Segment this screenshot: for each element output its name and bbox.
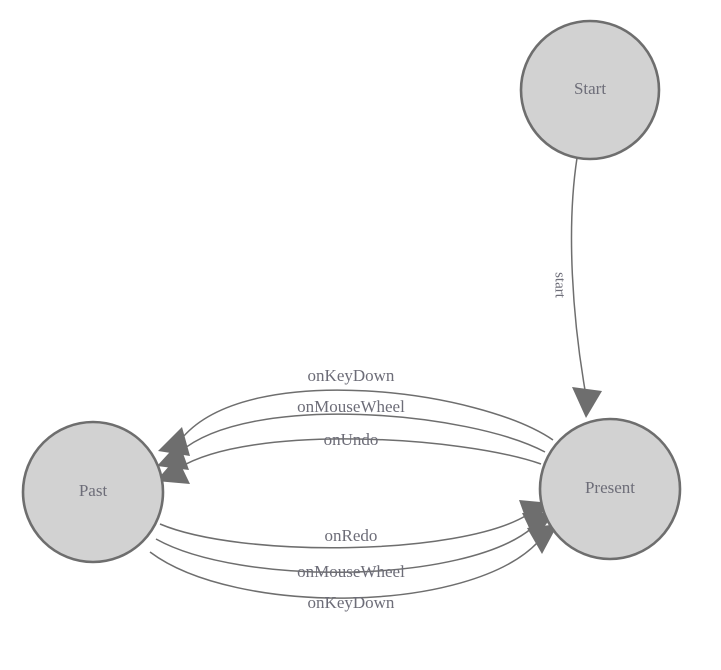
- edge-label-present-past-onkeydown: onKeyDown: [308, 366, 395, 385]
- edge-label-present-past-onundo: onUndo: [324, 430, 379, 449]
- edge-label-present-past-onmousewheel: onMouseWheel: [297, 397, 405, 416]
- node-past-circle: [21, 420, 165, 564]
- node-start-circle: [519, 19, 661, 161]
- edge-start-to-present-arrowhead: [572, 387, 602, 418]
- edge-label-start: start: [552, 272, 568, 299]
- edge-label-past-present-onredo: onRedo: [325, 526, 378, 545]
- edge-label-past-present-onkeydown: onKeyDown: [308, 593, 395, 612]
- edge-present-to-past-onundo[interactable]: onUndo: [156, 430, 542, 484]
- edge-past-to-present-onredo[interactable]: onRedo: [159, 500, 551, 549]
- node-start-label: Start: [574, 79, 606, 98]
- edge-past-to-present-onkeydown-arrowhead: [527, 524, 558, 554]
- node-present[interactable]: Present: [538, 417, 682, 561]
- node-present-circle: [538, 417, 682, 561]
- edge-present-to-past-onkeydown-path: [182, 389, 554, 441]
- edge-present-to-past-onmousewheel-path: [179, 413, 546, 453]
- edge-start-to-present[interactable]: start: [552, 157, 602, 418]
- node-start[interactable]: Start: [519, 19, 661, 161]
- edge-start-to-present-path: [570, 157, 586, 391]
- edge-present-to-past-onundo-arrowhead: [156, 457, 190, 484]
- edge-present-to-past-onkeydown[interactable]: onKeyDown: [158, 366, 554, 456]
- edge-past-to-present-onkeydown-path: [149, 541, 539, 599]
- edge-present-to-past-onmousewheel[interactable]: onMouseWheel: [157, 397, 546, 470]
- edge-present-to-past-onmousewheel-arrowhead: [157, 442, 189, 470]
- edge-past-to-present-onmousewheel[interactable]: onMouseWheel: [155, 513, 554, 581]
- edge-past-to-present-onkeydown[interactable]: onKeyDown: [149, 524, 558, 612]
- edge-past-to-present-onmousewheel-path: [155, 527, 533, 574]
- node-past-label: Past: [79, 481, 108, 500]
- edge-past-to-present-onredo-path: [159, 514, 528, 549]
- edge-label-past-present-onmousewheel: onMouseWheel: [297, 562, 405, 581]
- edge-present-to-past-onkeydown-arrowhead: [158, 427, 190, 456]
- edge-present-to-past-onundo-path: [178, 438, 542, 469]
- node-present-label: Present: [585, 478, 635, 497]
- node-past[interactable]: Past: [21, 420, 165, 564]
